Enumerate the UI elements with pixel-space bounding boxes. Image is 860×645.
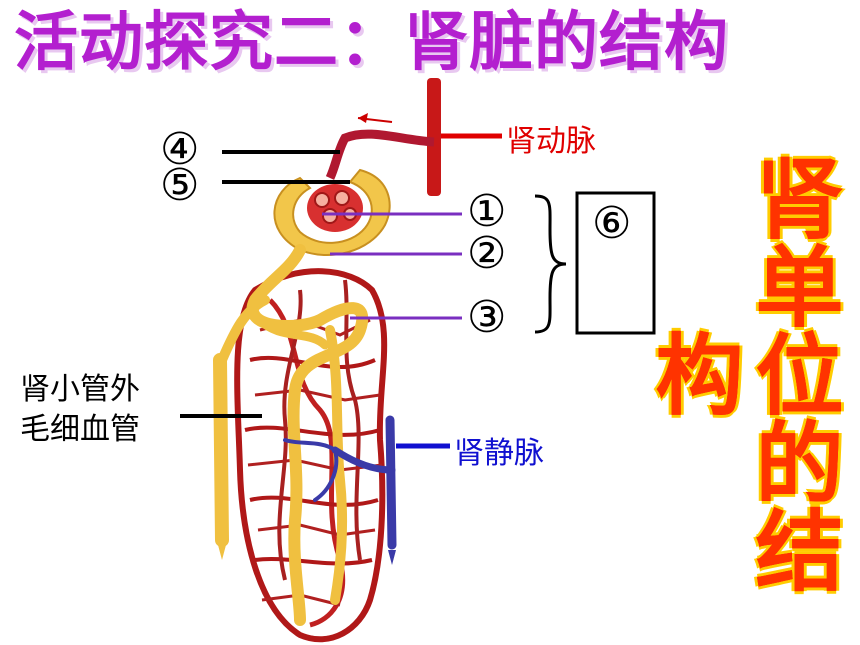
label-capillary-line2: 毛细血管: [20, 412, 140, 447]
brace: [534, 194, 567, 334]
label-renal-vein: 肾静脉: [454, 436, 544, 471]
label-number-1: ①: [467, 186, 507, 237]
label-number-4: ④: [160, 124, 200, 175]
renal-vein-vessel: [283, 415, 397, 550]
label-capillary-line1: 肾小管外: [20, 372, 140, 407]
afferent-arteriole: [325, 129, 435, 180]
glomerulus: [307, 184, 363, 232]
label-number-6: ⑥: [592, 198, 632, 249]
page-title: 活动探究二：肾脏的结构: [14, 6, 729, 80]
renal-tubule: [213, 244, 369, 626]
label-number-3: ③: [467, 292, 507, 343]
side-title: 肾单位的结构: [641, 153, 844, 593]
label-number-2: ②: [467, 228, 507, 279]
label-renal-artery: 肾动脉: [506, 124, 596, 159]
collecting-duct-outlet: [218, 545, 226, 560]
label-number-5: ⑤: [160, 160, 200, 211]
renal-artery-vessel: [427, 78, 441, 196]
box-6: [575, 191, 656, 335]
